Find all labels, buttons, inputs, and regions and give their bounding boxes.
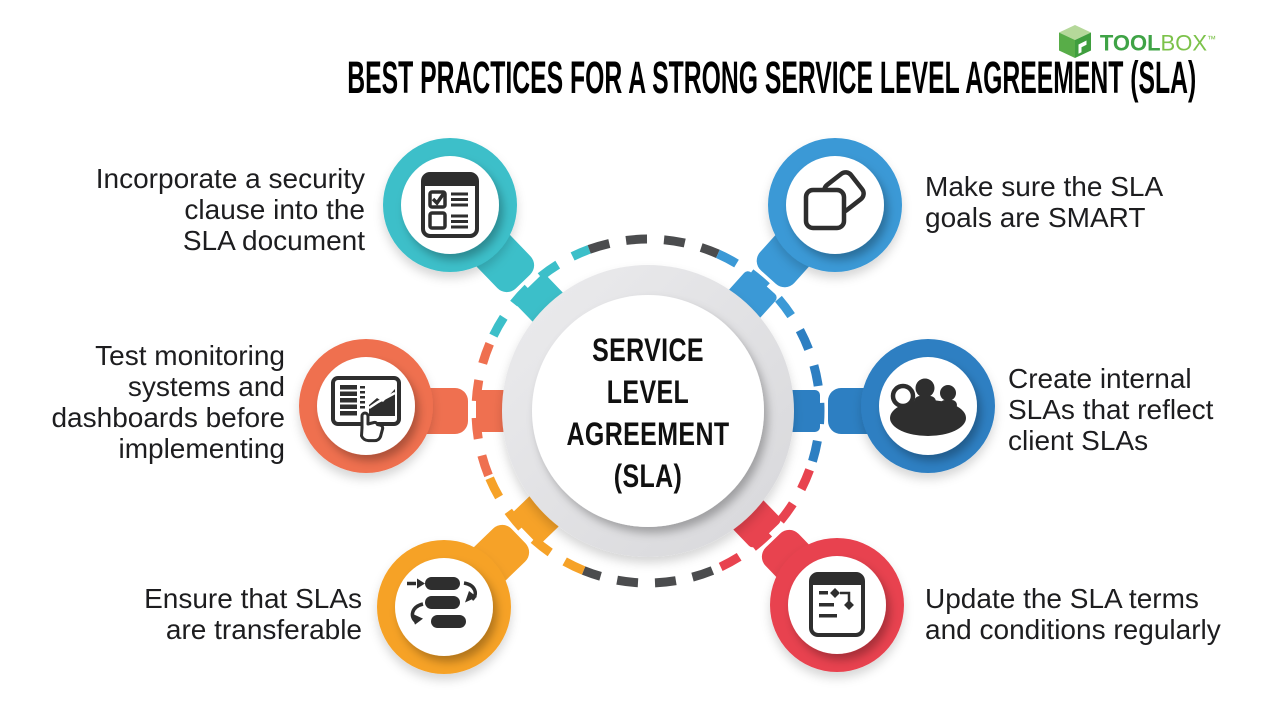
label-security-clause: Incorporate a security clause into the S… xyxy=(95,163,365,256)
label-smart-goals: Make sure the SLA goals are SMART xyxy=(925,171,1164,233)
dashboard-icon xyxy=(331,376,401,443)
transfer-icon xyxy=(407,577,478,628)
sticky-notes-icon xyxy=(803,170,866,231)
dashed-arc-right xyxy=(795,328,825,472)
connector-dash xyxy=(511,495,560,544)
center-disc xyxy=(532,295,764,527)
page-title: BEST PRACTICES FOR A STRONG SERVICE LEVE… xyxy=(347,52,1197,103)
dashed-arc-bottom-left xyxy=(484,473,586,575)
brand-tool: TOOL xyxy=(1099,30,1161,56)
meeting-icon xyxy=(890,378,966,436)
dashed-arc-bottom xyxy=(581,566,715,588)
label-transferable: Ensure that SLAs are transferable xyxy=(144,583,362,645)
dashed-arc-top-left xyxy=(489,245,591,338)
label-internal-slas: Create internal SLAs that reflect client… xyxy=(1008,363,1214,456)
center-label: SERVICE LEVEL AGREEMENT (SLA) xyxy=(566,332,730,494)
trademark-symbol: ™ xyxy=(1207,34,1216,44)
dashed-arc-left xyxy=(471,333,498,478)
checklist-icon xyxy=(421,172,479,238)
brand-logo: TOOLBOX™ xyxy=(1057,21,1216,61)
brand-wordmark: TOOLBOX™ xyxy=(1100,21,1216,61)
update-doc-icon xyxy=(809,572,865,637)
connector-dash xyxy=(732,499,781,548)
brand-box: BOX xyxy=(1160,30,1207,56)
dashed-arc-top xyxy=(587,234,720,259)
connector-dash xyxy=(476,390,508,432)
label-test-monitoring: Test monitoring systems and dashboards b… xyxy=(51,340,285,464)
toolbox-cube-icon xyxy=(1058,25,1091,59)
connector-dash xyxy=(515,274,564,323)
label-update-terms: Update the SLA terms and conditions regu… xyxy=(925,583,1221,645)
connector-dash xyxy=(788,390,820,432)
dashed-arc-bottom-right xyxy=(710,468,814,575)
title-row: BEST PRACTICES FOR A STRONG SERVICE LEVE… xyxy=(0,52,1280,104)
connector-dash xyxy=(728,271,777,319)
